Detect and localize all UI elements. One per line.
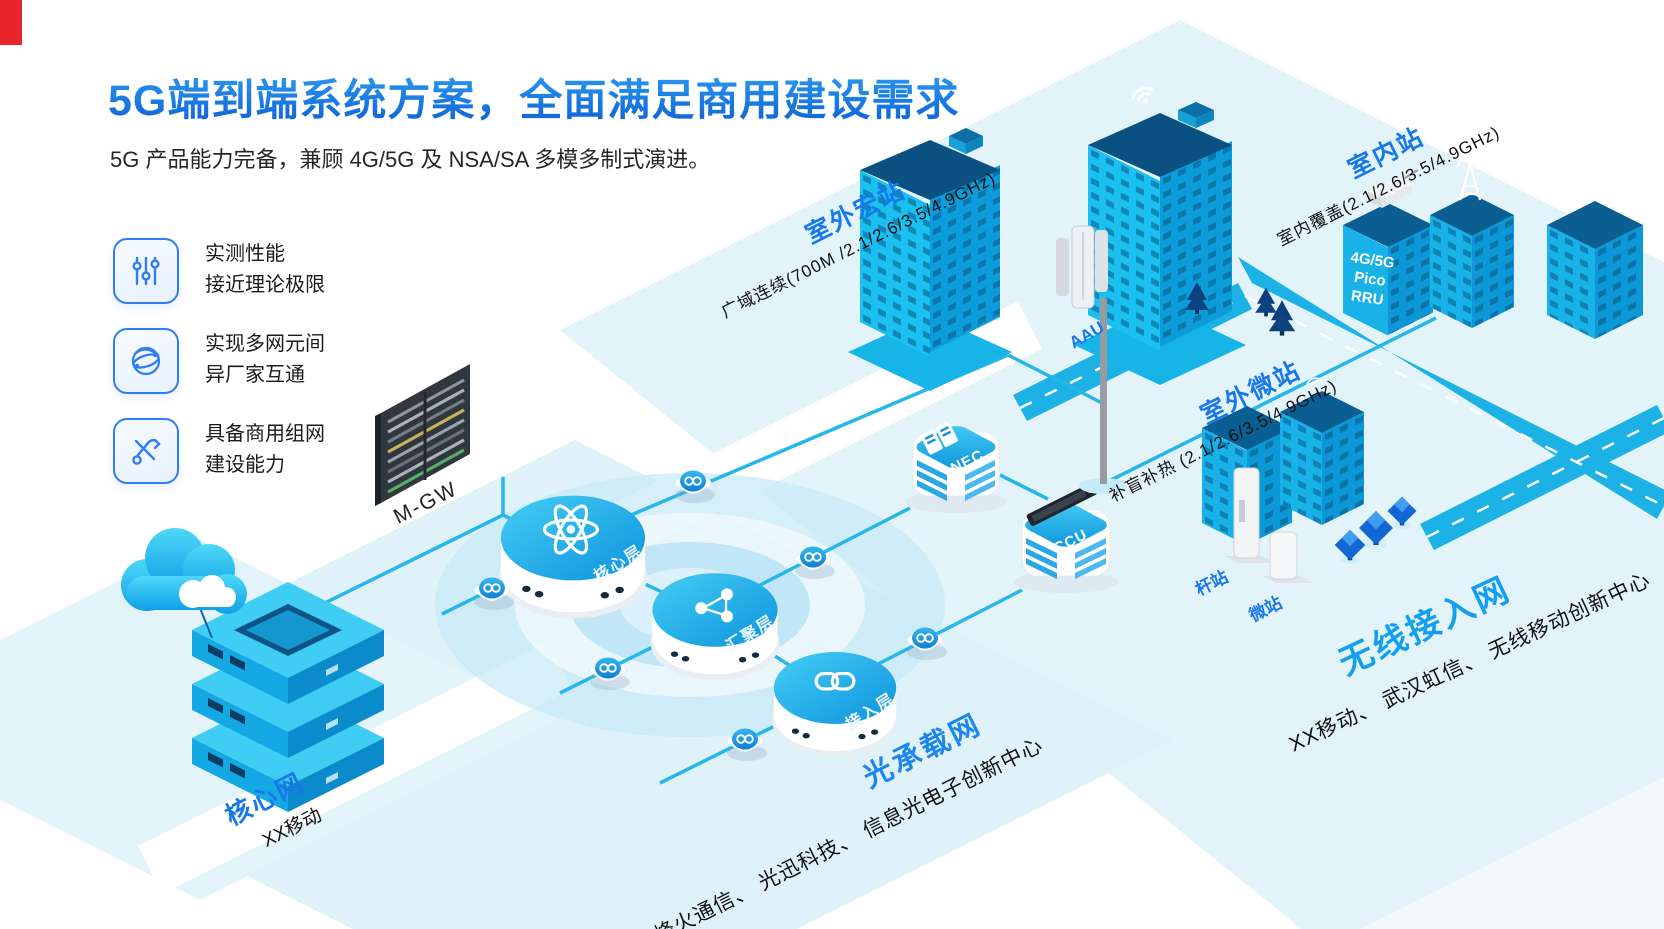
feature-text: 实现多网元间 <box>205 333 325 355</box>
tools-icon <box>113 418 179 484</box>
feature-text: 具备商用组网 <box>205 423 325 445</box>
chain-link-icon <box>814 672 856 691</box>
page-subtitle: 5G 产品能力完备，兼顾 4G/5G 及 NSA/SA 多模多制式演进。 <box>110 147 711 172</box>
pole-site-cabinet <box>1224 467 1276 563</box>
antenna-icon <box>1056 225 1108 309</box>
core-network-servers <box>192 582 384 812</box>
share-icon <box>695 588 733 623</box>
layer-puck-core <box>498 495 648 619</box>
globe-icon <box>113 328 179 394</box>
feature-item-performance: 实测性能 接近理论极限 <box>113 238 325 304</box>
antenna-tower-icon <box>1456 156 1484 201</box>
page-title: 5G端到端系统方案，全面满足商用建设需求 <box>108 66 959 128</box>
aau-mast <box>1056 225 1127 494</box>
nec-unit <box>906 421 1006 513</box>
tower-building-2 <box>1074 83 1246 385</box>
feature-item-deployment: 具备商用组网 建设能力 <box>113 418 325 484</box>
mgw-rack-panel <box>375 364 470 506</box>
sliders-icon <box>113 238 179 304</box>
tower-building-1 <box>848 110 1012 391</box>
layer-puck-access <box>772 652 898 757</box>
server-icon <box>920 421 958 455</box>
pico-building <box>1343 169 1433 336</box>
feature-text: 异厂家互通 <box>205 364 305 386</box>
feature-text: 实测性能 <box>205 243 285 265</box>
feature-text: 接近理论极限 <box>205 274 325 296</box>
feature-text: 建设能力 <box>205 454 285 476</box>
micro-site-cabinet <box>1262 531 1314 583</box>
pico-rru-device-icon <box>1368 169 1419 208</box>
corner-mark <box>0 0 22 45</box>
ccu-unit <box>1014 483 1118 593</box>
indoor-building-2 <box>1430 156 1514 329</box>
layer-puck-aggregation <box>650 573 780 680</box>
cloud-icon <box>121 528 247 614</box>
edge-building <box>1547 183 1643 340</box>
atom-icon <box>542 504 599 555</box>
pico-rru-label: 4G/5G Pico RRU <box>1349 248 1396 309</box>
wifi-icon <box>1578 183 1599 202</box>
feature-item-interop: 实现多网元间 异厂家互通 <box>113 328 325 394</box>
